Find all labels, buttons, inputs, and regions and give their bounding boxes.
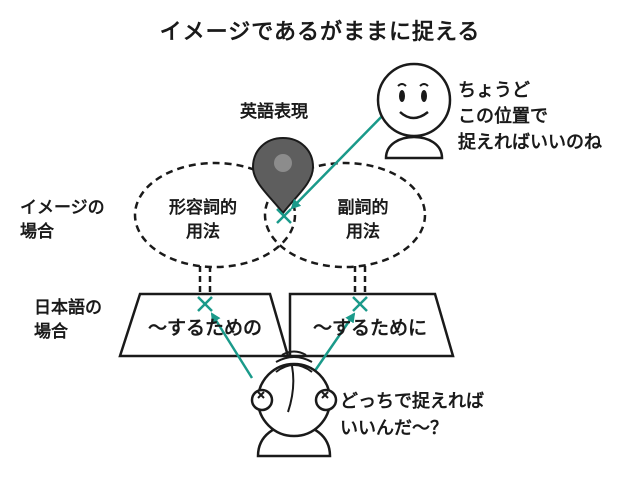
connector-left	[198, 266, 212, 298]
arrow-to-left-box	[210, 312, 254, 379]
x-mark-center	[276, 208, 292, 224]
confusion-lines-icon	[275, 350, 313, 363]
japanese-case-label: 日本語の 場合	[34, 298, 102, 342]
image-case-label: イメージの 場合	[20, 198, 105, 242]
smiling-person-speech: ちょうど この位置で 捉えればいいのね	[458, 80, 602, 153]
smiling-person-icon	[376, 62, 452, 160]
adjectival-ellipse	[133, 161, 297, 269]
suru-tame-no-box	[118, 292, 290, 358]
arrow-to-right-box	[308, 312, 356, 379]
suru-tame-ni-box	[288, 292, 455, 358]
confused-person-icon	[250, 362, 338, 458]
confused-person-speech: どっちで捉えれば いいんだ〜？	[340, 391, 484, 439]
eigo-hyogen-label: 英語表現	[240, 102, 308, 122]
arrow-to-center	[290, 107, 391, 210]
suru-tame-ni-label: 〜するために	[312, 317, 427, 339]
diagram-title: イメージであるがままに捉える	[159, 20, 481, 45]
adverbial-ellipse	[263, 161, 427, 269]
map-pin-icon	[251, 136, 315, 215]
adverbial-usage-label: 副詞的 用法	[337, 198, 389, 242]
suru-tame-no-label: 〜するための	[147, 317, 262, 339]
x-mark-right	[352, 296, 368, 312]
adjectival-usage-label: 形容詞的 用法	[169, 198, 237, 242]
x-mark-left	[197, 296, 213, 312]
connector-right	[353, 266, 367, 298]
